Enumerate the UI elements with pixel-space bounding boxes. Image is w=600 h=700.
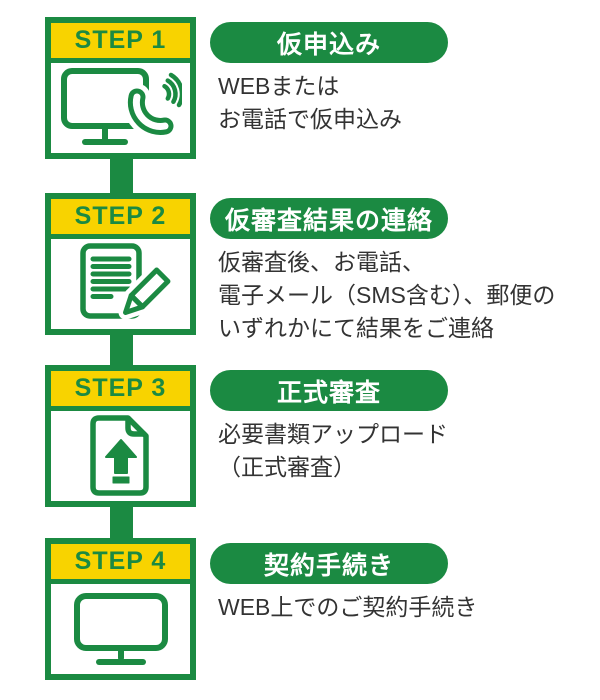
step-1-header: STEP 1 — [51, 23, 190, 63]
step-3-title-badge: 正式審査 — [210, 370, 448, 411]
step-3-description: 必要書類アップロード （正式審査） — [218, 418, 448, 484]
step-4-title-badge: 契約手続き — [210, 543, 448, 584]
description-line: 必要書類アップロード — [218, 421, 448, 447]
description-line: 電子メール（SMS含む）、郵便の — [218, 282, 556, 308]
file-upload-icon — [89, 415, 149, 496]
step-1-icon-area — [51, 63, 190, 153]
step-number-label: STEP 3 — [74, 374, 167, 402]
document-pencil-icon — [79, 243, 171, 320]
step-4-row: STEP 4 契約手続き WEB上でのご契約手続き — [0, 538, 600, 683]
monitor-phone-icon — [60, 68, 182, 145]
step-1-box: STEP 1 — [45, 17, 196, 159]
step-3-box: STEP 3 — [45, 365, 196, 507]
step-3-icon-area — [51, 411, 190, 501]
description-line: お電話で仮申込み — [218, 106, 402, 132]
step-2-description: 仮審査後、お電話、 電子メール（SMS含む）、郵便の いずれかにて結果をご連絡 — [218, 246, 555, 345]
description-line: いずれかにて結果をご連絡 — [218, 315, 494, 341]
step-2-title-badge: 仮審査結果の連絡 — [210, 198, 448, 239]
step-4-box: STEP 4 — [45, 538, 196, 680]
description-line: WEBまたは — [218, 73, 340, 99]
step-4-header: STEP 4 — [51, 544, 190, 584]
step-1-title-badge: 仮申込み — [210, 22, 448, 63]
step-1-row: STEP 1 仮申込み WEBまたは お電話で仮申込み — [0, 17, 600, 162]
step-4-description: WEB上でのご契約手続き — [218, 591, 477, 624]
step-3-row: STEP 3 正式審査 必要書類アップロード （正式審査） — [0, 365, 600, 510]
step-3-header: STEP 3 — [51, 371, 190, 411]
step-number-label: STEP 2 — [74, 202, 167, 230]
step-1-description: WEBまたは お電話で仮申込み — [218, 70, 402, 136]
monitor-icon — [73, 593, 168, 665]
description-line: （正式審査） — [218, 454, 356, 480]
description-line: 仮審査後、お電話、 — [218, 249, 425, 275]
step-4-icon-area — [51, 584, 190, 674]
step-2-icon-area — [51, 239, 190, 329]
step-2-row: STEP 2 — [0, 193, 600, 341]
step-2-header: STEP 2 — [51, 199, 190, 239]
step-2-box: STEP 2 — [45, 193, 196, 335]
step-number-label: STEP 4 — [74, 547, 167, 575]
step-number-label: STEP 1 — [74, 26, 167, 54]
description-line: WEB上でのご契約手続き — [218, 594, 478, 620]
